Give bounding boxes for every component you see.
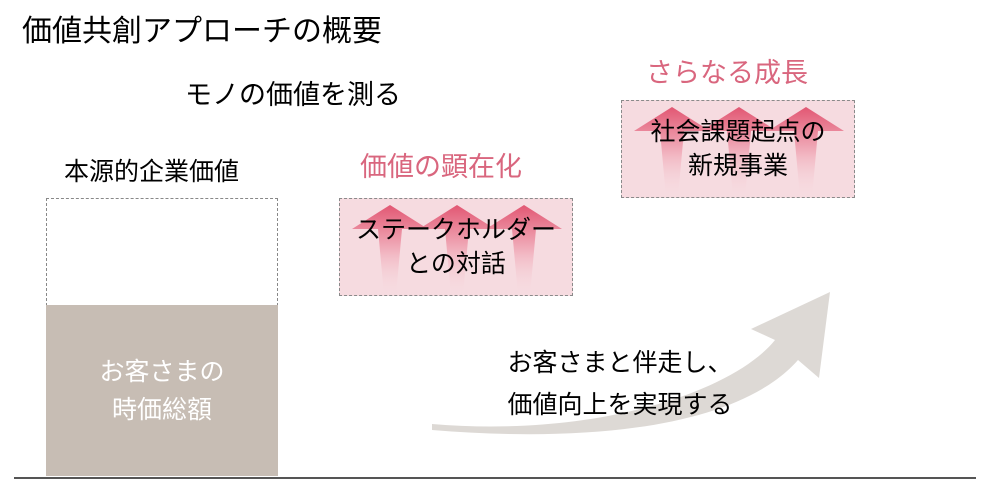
journey-line-1: お客さまと伴走し、 xyxy=(507,348,733,377)
journey-caption: お客さまと伴走し、 価値向上を実現する xyxy=(470,342,770,426)
phase2-heading: さらなる成長 xyxy=(646,58,808,89)
new-business-line-2: 新規事業 xyxy=(687,151,788,180)
new-business-box: 社会課題起点の 新規事業 xyxy=(621,100,855,198)
market-cap-block: お客さまの 時価総額 xyxy=(46,305,278,476)
growth-curve-arrow-icon xyxy=(432,292,830,435)
stakeholder-line-1: ステークホルダー xyxy=(355,215,556,244)
market-cap-line-2: 時価総額 xyxy=(111,394,212,424)
growth-curve-arrow-shape xyxy=(432,292,830,435)
base-value-label: 本源的企業価値 xyxy=(64,157,240,186)
journey-line-2: 価値向上を実現する xyxy=(507,390,733,419)
page-title: 価値共創アプローチの概要 xyxy=(22,14,382,49)
market-cap-line-1: お客さまの xyxy=(99,356,225,386)
new-business-line-1: 社会課題起点の xyxy=(650,117,826,146)
upward-arrows-icon xyxy=(634,107,844,197)
phase1-heading: 価値の顕在化 xyxy=(360,152,522,183)
stakeholder-dialogue-box: ステークホルダー との対話 xyxy=(339,198,573,296)
stakeholder-line-2: との対話 xyxy=(406,249,506,278)
upward-arrows-icon xyxy=(352,205,562,295)
subtitle: モノの価値を測る xyxy=(185,80,401,111)
baseline xyxy=(14,477,976,479)
